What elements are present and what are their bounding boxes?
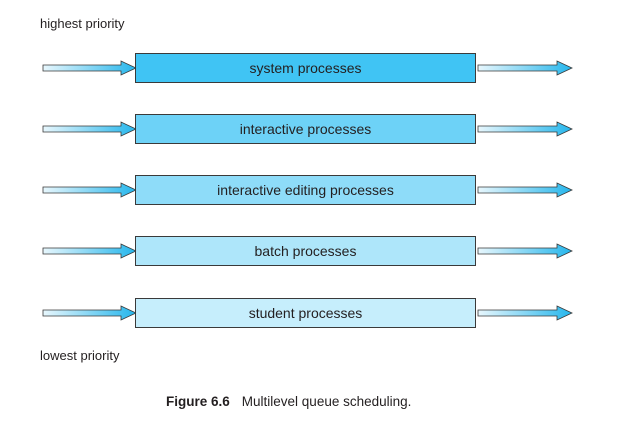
queue-label: system processes	[249, 60, 362, 76]
lowest-priority-label: lowest priority	[40, 348, 120, 363]
queue-box: interactive processes	[135, 114, 476, 144]
figure-caption: Figure 6.6 Multilevel queue scheduling.	[166, 394, 411, 409]
incoming-arrow	[42, 305, 137, 321]
queue-row: system processes	[0, 53, 638, 83]
queue-row: interactive processes	[0, 114, 638, 144]
queue-box: system processes	[135, 53, 476, 83]
queue-box: interactive editing processes	[135, 175, 476, 205]
highest-priority-label: highest priority	[40, 16, 125, 31]
queue-row: interactive editing processes	[0, 175, 638, 205]
queue-label: interactive processes	[239, 121, 372, 137]
queue-label: student processes	[248, 305, 363, 321]
outgoing-arrow	[477, 243, 573, 259]
incoming-arrow	[42, 243, 137, 259]
incoming-arrow	[42, 182, 137, 198]
outgoing-arrow	[477, 121, 573, 137]
queue-label: interactive editing processes	[217, 182, 394, 198]
figure-title: Multilevel queue scheduling.	[241, 394, 412, 409]
queue-box: student processes	[135, 298, 476, 328]
queue-label: batch processes	[254, 243, 357, 259]
incoming-arrow	[42, 121, 137, 137]
outgoing-arrow	[477, 305, 573, 321]
outgoing-arrow	[477, 60, 573, 76]
figure-number: Figure 6.6	[166, 394, 230, 409]
incoming-arrow	[42, 60, 137, 76]
queue-box: batch processes	[135, 236, 476, 266]
queue-row: batch processes	[0, 236, 638, 266]
queue-row: student processes	[0, 298, 638, 328]
outgoing-arrow	[477, 182, 573, 198]
